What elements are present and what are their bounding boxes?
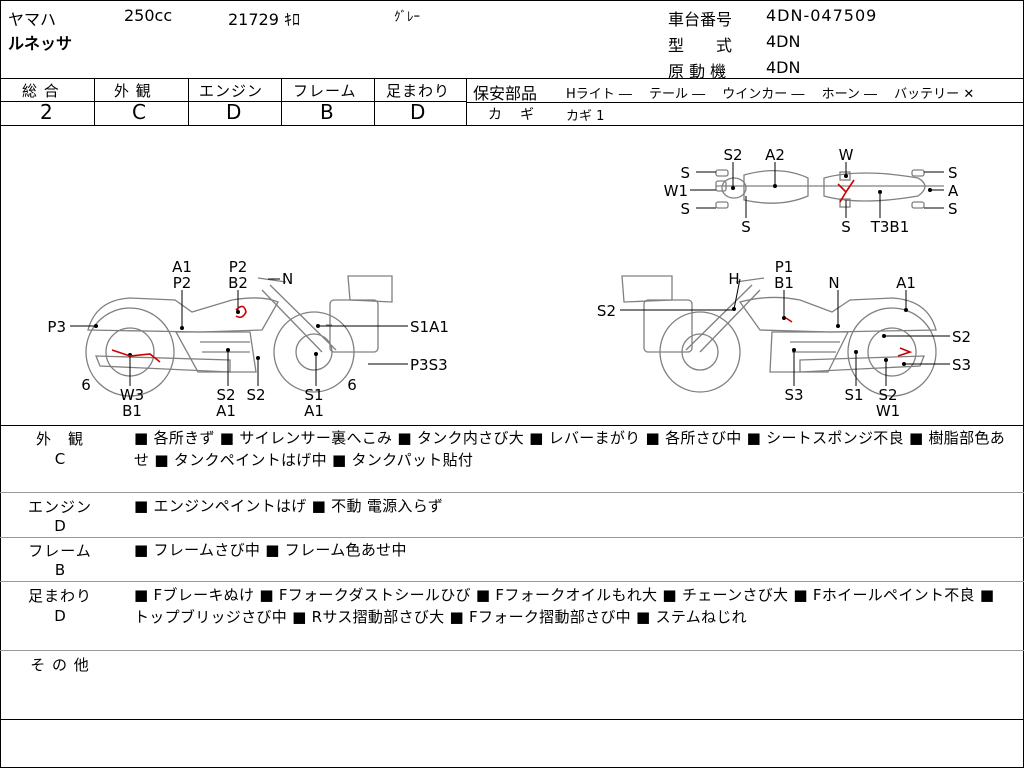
engine-grade-label: エンジン	[199, 82, 264, 100]
label: S	[680, 164, 690, 182]
suspension-section-label: 足まわり	[27, 587, 92, 605]
model-label: 型 式	[668, 36, 733, 55]
divider	[188, 78, 189, 125]
frame-grade-label: フレーム	[293, 82, 357, 100]
divider	[0, 537, 1024, 538]
label: S	[841, 218, 851, 236]
key-value: カギ 1	[566, 109, 605, 124]
divider	[0, 719, 1024, 720]
divider	[0, 650, 1024, 651]
label: A1	[896, 274, 916, 292]
divider	[0, 78, 1024, 79]
label: S1	[844, 386, 863, 404]
divider	[281, 78, 282, 125]
divider	[94, 78, 95, 125]
divider	[0, 581, 1024, 582]
exterior-grade: C	[132, 100, 146, 124]
label: S	[948, 200, 958, 218]
label: B1	[122, 402, 142, 420]
label: W	[839, 146, 854, 164]
label: S1A1	[410, 318, 449, 336]
other-section-label: そ の 他	[30, 656, 90, 674]
label: W1	[876, 402, 900, 420]
label: S2	[723, 146, 742, 164]
divider	[0, 492, 1024, 493]
engine-section-grade: D	[54, 517, 66, 535]
label: N	[282, 270, 293, 288]
label: N	[828, 274, 839, 292]
label: S	[680, 200, 690, 218]
suspension-grade-label: 足まわり	[386, 82, 451, 100]
damage-marks	[111, 179, 913, 363]
left-bike-outline	[85, 275, 393, 397]
label: H	[728, 270, 739, 288]
label: P3	[47, 318, 66, 336]
frame-no-label: 車台番号	[668, 10, 733, 29]
frame-grade: B	[320, 100, 334, 124]
label: 6	[81, 376, 91, 394]
divider	[0, 125, 1024, 126]
frame-section-label: フレーム	[28, 542, 92, 560]
label: P2	[173, 274, 192, 292]
label: S	[741, 218, 751, 236]
divider	[374, 78, 375, 125]
frame-section-grade: B	[54, 561, 66, 579]
label: P1	[775, 258, 794, 276]
divider	[0, 425, 1024, 426]
frame-no: 4DN-047509	[766, 6, 878, 25]
label: P3S3	[410, 356, 448, 374]
label: A	[948, 182, 959, 200]
label: S2	[878, 386, 897, 404]
key-label: カ ギ	[488, 107, 536, 123]
exterior-grade-label: 外 観	[114, 82, 152, 100]
exterior-section-grade: C	[54, 450, 66, 468]
engine-grade: D	[226, 100, 242, 124]
label: S	[948, 164, 958, 182]
label: T3B1	[870, 218, 910, 236]
engine-code: 4DN	[766, 58, 801, 77]
model-name: ルネッサ	[8, 34, 73, 53]
displacement: 250cc	[124, 6, 173, 25]
motorcycle-damage-diagram: S2 A2 W S W1 S S A S S S T3B1 A1 P2 P2 B…	[47, 146, 971, 420]
label: P2	[229, 258, 248, 276]
mileage: 21729 ｷﾛ	[228, 10, 300, 29]
body-color: ｸﾞﾚｰ	[394, 10, 420, 25]
label: 6	[347, 376, 357, 394]
suspension-section-grade: D	[54, 607, 66, 625]
label: B2	[228, 274, 248, 292]
label: W1	[664, 182, 688, 200]
divider	[466, 102, 1024, 103]
exterior-defects: ■ 各所きず ■ サイレンサー裏へこみ ■ タンク内さび大 ■ レバーまがり ■…	[134, 429, 1005, 469]
label: S3	[952, 356, 971, 374]
maker: ヤマハ	[8, 10, 57, 29]
safety-parts-label: 保安部品	[473, 84, 538, 103]
label: A2	[765, 146, 785, 164]
label: S3	[784, 386, 803, 404]
model-code: 4DN	[766, 32, 801, 51]
engine-defects: ■ エンジンペイントはげ ■ 不動 電源入らず	[134, 497, 444, 515]
label: B1	[774, 274, 794, 292]
divider	[0, 101, 466, 102]
overall-grade: 2	[40, 100, 53, 124]
label: A1	[216, 402, 236, 420]
label: A1	[304, 402, 324, 420]
label: A1	[172, 258, 192, 276]
divider	[466, 78, 467, 125]
label: S2	[216, 386, 235, 404]
label: S2	[246, 386, 265, 404]
label: S1	[304, 386, 323, 404]
exterior-section-label: 外 観	[35, 430, 84, 448]
suspension-defects: ■ Fブレーキぬけ ■ Fフォークダストシールひび ■ Fフォークオイルもれ大 …	[134, 586, 995, 626]
label: W3	[120, 386, 144, 404]
suspension-grade: D	[410, 100, 426, 124]
frame-defects: ■ フレームさび中 ■ フレーム色あせ中	[134, 541, 407, 559]
safety-parts-items: Hライト ― テール ― ウインカー ― ホーン ― バッテリー ✕	[566, 87, 975, 102]
right-bike-outline	[621, 275, 937, 397]
top-view-outline	[715, 169, 944, 209]
overall-grade-label: 総 合	[22, 82, 60, 100]
engine-section-label: エンジン	[27, 498, 92, 516]
engine-label: 原 動 機	[668, 62, 727, 81]
label: S2	[597, 302, 616, 320]
label: S2	[952, 328, 971, 346]
